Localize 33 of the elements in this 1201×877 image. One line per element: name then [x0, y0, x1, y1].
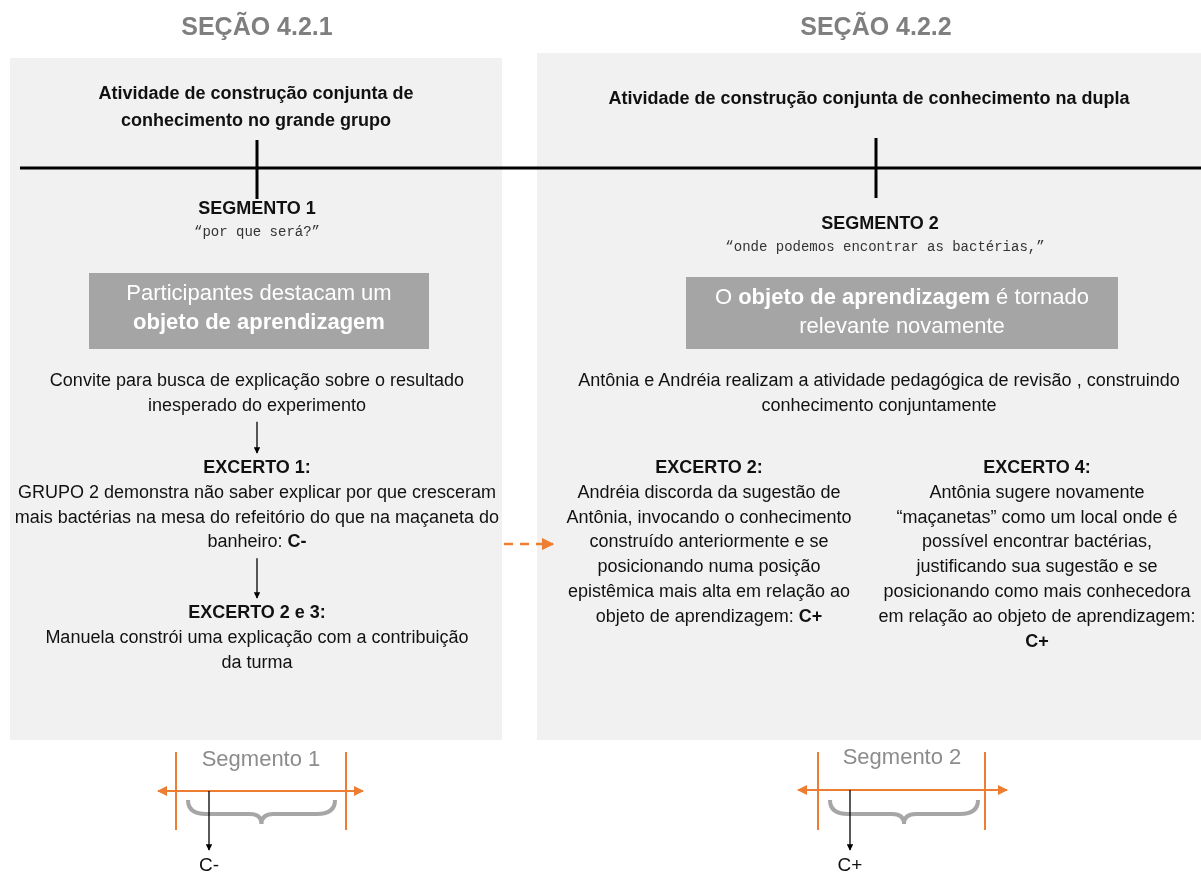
- panel: [537, 53, 1201, 740]
- section-title: SEÇÃO 4.2.1: [180, 12, 334, 41]
- excerpt-heading: EXCERTO 2 e 3:: [187, 601, 327, 624]
- segment-label: Segmento 1: [200, 746, 322, 772]
- segment-title: SEGMENTO 2: [820, 213, 940, 234]
- highlight-box: O objeto de aprendizagem é tornado relevante novamente: [686, 277, 1118, 349]
- excerpt-text: GRUPO 2 demonstra não saber explicar por que cresceram mais bactérias na mesa do refeitório do que na maçaneta do banheiro: C-: [13, 480, 501, 554]
- arrow: [253, 557, 261, 599]
- section-title: SEÇÃO 4.2.2: [799, 12, 953, 41]
- excerpt-text: Andréia discorda da sugestão de Antônia, invocando o conhecimento construído anteriormente e se posicionando numa posição epistêmica mais alta em relação ao objeto de aprendizagem: C+: [565, 480, 853, 628]
- panel-heading: Atividade de construção conjunta de conhecimento na dupla: [607, 87, 1131, 110]
- dimension-line: [157, 786, 364, 796]
- code-label: C+: [830, 852, 870, 877]
- description-text: Antônia e Andréia realizam a atividade pedagógica de revisão , construindo conhecimento conjuntamente: [557, 368, 1201, 418]
- excerpt-heading: EXCERTO 2:: [654, 456, 764, 479]
- description-text: Convite para busca de explicação sobre o resultado inesperado do experimento: [22, 368, 492, 418]
- quote-text: “onde podemos encontrar as bactérias,”: [724, 239, 1046, 255]
- panel: [10, 58, 502, 740]
- arrow: [846, 789, 854, 851]
- panel-heading: Atividade de construção conjunta de conhecimento no grande grupo: [97, 82, 415, 132]
- excerpt-heading: EXCERTO 4:: [982, 456, 1092, 479]
- excerpt-text: Antônia sugere novamente “maçanetas” como um local onde é possível encontrar bactérias, justificando sua sugestão e se posicionando como mais conhecedora em relação ao objeto de aprendizagem: C+: [878, 480, 1196, 653]
- quote-text: “por que será?”: [193, 224, 321, 240]
- dimension-line: [797, 785, 1008, 795]
- segment-label: Segmento 2: [841, 744, 963, 770]
- arrow: [253, 421, 261, 454]
- segment-title: SEGMENTO 1: [197, 198, 317, 219]
- code-label: C-: [189, 852, 229, 877]
- arrow: [205, 790, 213, 851]
- arrow: [504, 537, 555, 551]
- highlight-box: Participantes destacam um objeto de aprendizagem: [89, 273, 429, 349]
- excerpt-text: Manuela constrói uma explicação com a contribuição da turma: [44, 625, 470, 674]
- excerpt-heading: EXCERTO 1:: [202, 456, 312, 479]
